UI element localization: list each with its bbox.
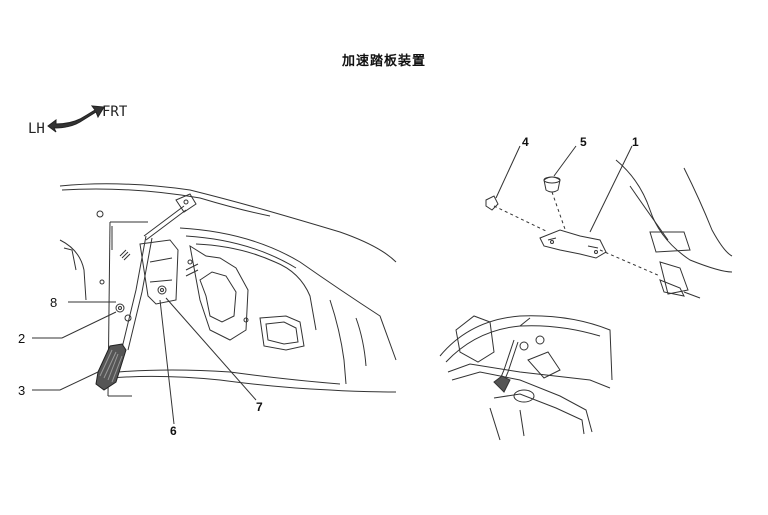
direction-label-lh: LH: [28, 121, 45, 137]
callout-3: 3: [18, 383, 26, 398]
right-exploded-view: [485, 159, 733, 299]
callout-1: 1: [632, 135, 639, 149]
left-leader-lines: [32, 297, 257, 425]
accelerator-pedal-assembly: [95, 193, 199, 391]
callout-8: 8: [50, 295, 58, 310]
callout-2: 2: [18, 331, 26, 346]
callout-7: 7: [256, 400, 263, 414]
callout-6: 6: [170, 424, 177, 438]
callout-4: 4: [522, 135, 529, 149]
direction-arrow-icon: [47, 105, 105, 133]
direction-label-frt: FRT: [102, 104, 128, 120]
right-leader-lines: [495, 145, 633, 233]
left-body-panel: [59, 183, 397, 397]
overview-view: [439, 315, 613, 441]
diagram-title: 加速踏板装置: [341, 54, 426, 69]
callout-5: 5: [580, 135, 587, 149]
